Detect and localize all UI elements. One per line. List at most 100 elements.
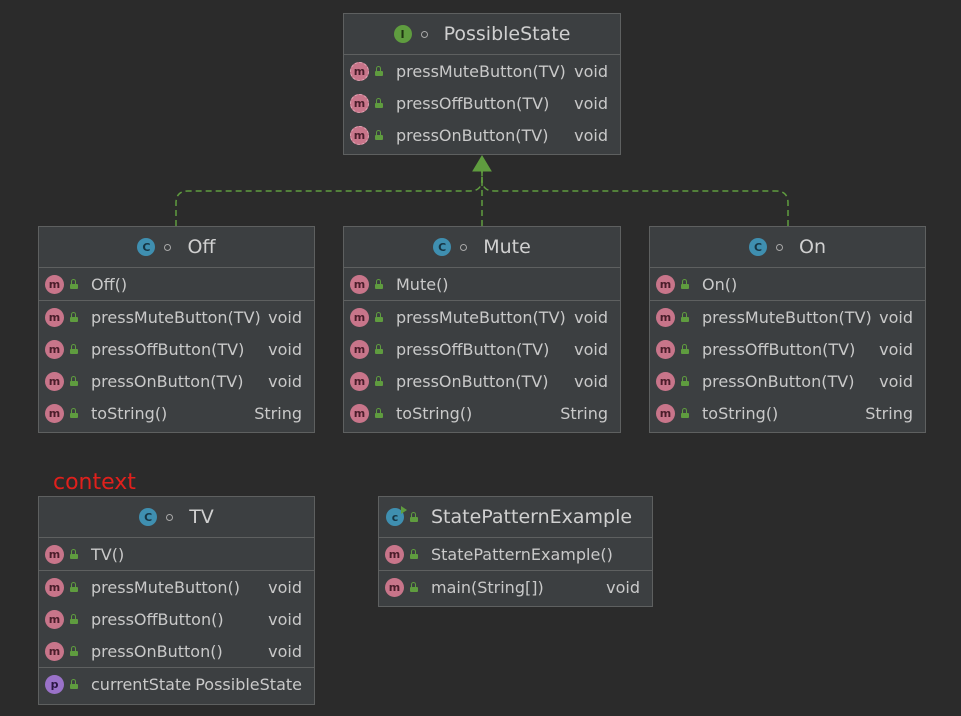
- method-row[interactable]: m pressOffButton(TV) void: [344, 333, 620, 365]
- constructor-row[interactable]: m TV(): [39, 538, 314, 570]
- method-row[interactable]: m pressOnButton(TV) void: [344, 119, 620, 151]
- visibility-dot-icon: [776, 243, 783, 251]
- section-divider: [39, 570, 314, 571]
- method-row[interactable]: m pressOffButton(TV) void: [344, 87, 620, 119]
- constructor-row[interactable]: m Off(): [39, 268, 314, 300]
- method-icon: m: [45, 609, 64, 629]
- constructor-name: Off(): [91, 274, 128, 294]
- method-type: void: [606, 577, 640, 597]
- method-row[interactable]: m pressOnButton(TV) void: [344, 365, 620, 397]
- public-lock-icon: [681, 311, 689, 322]
- method-icon: m: [45, 641, 64, 661]
- public-lock-icon: [410, 511, 418, 522]
- tv-class-box[interactable]: C TV m TV() m pressMuteButton() void m p…: [38, 496, 315, 705]
- method-row[interactable]: m pressOffButton() void: [39, 603, 314, 635]
- method-name: toString(): [396, 403, 473, 423]
- method-name: pressMuteButton(TV): [396, 307, 566, 327]
- public-lock-icon: [375, 65, 383, 76]
- class-icon: C: [139, 508, 158, 526]
- class-icon: C: [749, 238, 767, 256]
- public-lock-icon: [70, 343, 78, 354]
- public-lock-icon: [375, 278, 383, 289]
- method-row[interactable]: m pressMuteButton(TV) void: [39, 301, 314, 333]
- method-icon: m: [350, 274, 369, 294]
- off-implements-line: [175, 170, 483, 226]
- public-lock-icon: [375, 97, 383, 108]
- public-lock-icon: [410, 548, 418, 559]
- method-type: void: [268, 307, 302, 327]
- class-name: PossibleState: [443, 23, 571, 45]
- constructor-row[interactable]: m Mute(): [344, 268, 620, 300]
- method-type: void: [268, 577, 302, 597]
- method-row[interactable]: m pressMuteButton(TV) void: [344, 55, 620, 87]
- method-icon: m: [656, 371, 675, 391]
- method-name: toString(): [91, 403, 168, 423]
- method-name: pressMuteButton(): [91, 577, 241, 597]
- method-name: pressOnButton(TV): [396, 371, 549, 391]
- method-icon: m: [350, 371, 369, 391]
- off-header: C Off: [39, 227, 314, 268]
- method-name: pressOffButton(): [91, 609, 224, 629]
- statepatternexample-class-box[interactable]: c StatePatternExample m StatePatternExam…: [378, 496, 653, 607]
- method-type: void: [879, 371, 913, 391]
- public-lock-icon: [681, 375, 689, 386]
- method-row[interactable]: m toString() String: [650, 397, 925, 429]
- public-lock-icon: [70, 407, 78, 418]
- possiblestate-interface-box[interactable]: I PossibleState m pressMuteButton(TV) vo…: [343, 13, 621, 155]
- method-row[interactable]: m main(String[]) void: [379, 571, 652, 603]
- method-type: void: [574, 61, 608, 81]
- section-divider: [379, 570, 652, 571]
- public-lock-icon: [375, 407, 383, 418]
- method-row[interactable]: m toString() String: [39, 397, 314, 429]
- public-lock-icon: [70, 613, 78, 624]
- public-lock-icon: [70, 581, 78, 592]
- class-name: On: [799, 236, 826, 258]
- on-class-box[interactable]: C On m On() m pressMuteButton(TV) void m…: [649, 226, 926, 433]
- visibility-dot-icon: [166, 513, 174, 521]
- method-name: pressOnButton(TV): [702, 371, 855, 391]
- method-type: void: [268, 641, 302, 661]
- property-icon: p: [45, 674, 64, 694]
- realization-arrowhead: [472, 155, 492, 172]
- method-name: pressOnButton(TV): [91, 371, 244, 391]
- off-class-box[interactable]: C Off m Off() m pressMuteButton(TV) void…: [38, 226, 315, 433]
- method-icon: m: [45, 544, 64, 564]
- public-lock-icon: [375, 129, 383, 140]
- abstract-method-icon: m: [350, 61, 369, 81]
- method-icon: m: [45, 307, 64, 327]
- constructor-name: TV(): [91, 544, 125, 564]
- method-row[interactable]: m toString() String: [344, 397, 620, 429]
- class-icon: C: [137, 238, 156, 256]
- method-name: pressOffButton(TV): [396, 93, 550, 113]
- method-row[interactable]: m pressMuteButton(TV) void: [650, 301, 925, 333]
- abstract-method-icon: m: [350, 125, 369, 145]
- method-name: pressOffButton(TV): [91, 339, 245, 359]
- static-method-icon: m: [385, 577, 404, 597]
- method-name: toString(): [702, 403, 779, 423]
- constructor-name: Mute(): [396, 274, 449, 294]
- method-row[interactable]: m pressMuteButton() void: [39, 571, 314, 603]
- method-row[interactable]: m pressOnButton() void: [39, 635, 314, 667]
- field-name: currentState: [91, 674, 192, 694]
- method-name: pressOffButton(TV): [396, 339, 550, 359]
- method-name: pressOffButton(TV): [702, 339, 856, 359]
- constructor-row[interactable]: m StatePatternExample(): [379, 538, 652, 570]
- constructor-row[interactable]: m On(): [650, 268, 925, 300]
- method-icon: m: [45, 274, 64, 294]
- public-lock-icon: [70, 645, 78, 656]
- method-row[interactable]: m pressOffButton(TV) void: [39, 333, 314, 365]
- method-type: void: [574, 125, 608, 145]
- method-row[interactable]: m pressOnButton(TV) void: [39, 365, 314, 397]
- method-row[interactable]: m pressOffButton(TV) void: [650, 333, 925, 365]
- method-name: pressMuteButton(TV): [702, 307, 872, 327]
- section-divider: [39, 667, 314, 668]
- field-row[interactable]: p currentState PossibleState: [39, 668, 314, 700]
- method-row[interactable]: m pressOnButton(TV) void: [650, 365, 925, 397]
- interface-icon: I: [393, 25, 412, 43]
- mute-class-box[interactable]: C Mute m Mute() m pressMuteButton(TV) vo…: [343, 226, 621, 433]
- method-row[interactable]: m pressMuteButton(TV) void: [344, 301, 620, 333]
- public-lock-icon: [375, 311, 383, 322]
- field-type: PossibleState: [195, 674, 302, 694]
- method-type: String: [865, 403, 913, 423]
- method-icon: m: [656, 403, 675, 423]
